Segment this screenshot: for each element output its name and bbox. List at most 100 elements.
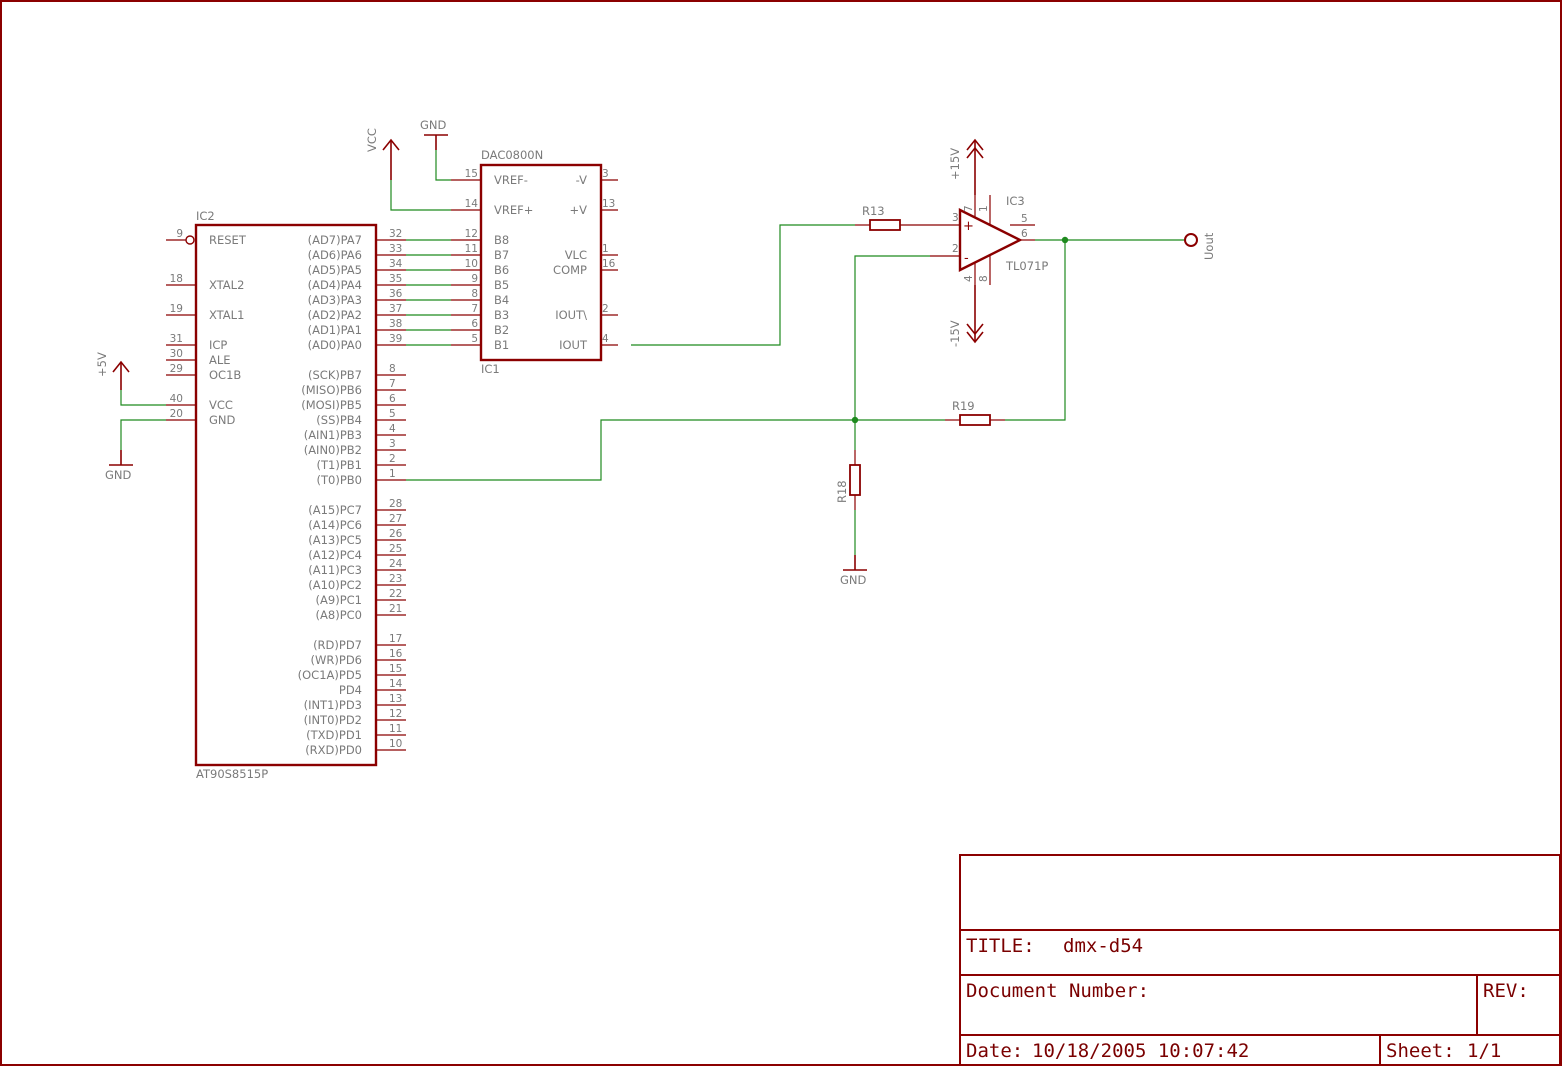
ic2-pin-label-int1-pd3: (INT1)PD3 [304, 698, 362, 712]
ic2-pin-36-number: 36 [389, 288, 403, 300]
r18-body [849, 464, 861, 496]
uout-terminal[interactable]: Uout [1184, 232, 1216, 260]
gnd-top-symbol[interactable]: GND [420, 118, 448, 150]
ic2-pin-label-a13-pc5: (A13)PC5 [308, 533, 362, 547]
ic2-pin-16-number: 16 [389, 648, 403, 660]
ic2-pin-label-oc1a-pd5: (OC1A)PD5 [298, 668, 362, 682]
ic1-pin-13-number: 13 [602, 198, 615, 210]
ic2-pin-label-a11-pc3: (A11)PC3 [308, 563, 362, 577]
ic1-pin-label-b2: B2 [494, 323, 509, 337]
ic2-pin-8-number: 8 [389, 363, 396, 375]
minus15v-supply[interactable]: -15V [948, 285, 984, 347]
ic2-pin-label-ad6-pa6: (AD6)PA6 [308, 248, 362, 262]
ic2-pin-label-ad2-pa2: (AD2)PA2 [308, 308, 362, 322]
wire-gnd-mcu[interactable] [120, 419, 166, 450]
resistor-r13[interactable]: R13 [855, 204, 930, 231]
ic2-pin-label-ad4-pa4: (AD4)PA4 [308, 278, 362, 292]
date-label: Date: [966, 1040, 1023, 1062]
title-value: dmx-d54 [1063, 935, 1143, 957]
ic1-value: DAC0800N [481, 148, 543, 162]
opamp-pin4-num: 4 [963, 275, 975, 282]
ic1-pin-16-number: 16 [602, 258, 616, 270]
ic1-pin-label-v: +V [569, 203, 587, 217]
ic2-pin-33-number: 33 [389, 243, 402, 255]
ic2-pin-label-oc1b: OC1B [209, 368, 241, 382]
ic2-pin-9-number: 9 [176, 228, 183, 240]
ic2-pin-label-ad1-pa1: (AD1)PA1 [308, 323, 362, 337]
junction-inverting [851, 416, 859, 424]
ic1-pin-label-vlc: VLC [565, 248, 587, 262]
ic2-pin-29-number: 29 [170, 363, 183, 375]
opamp-pin3-num: 3 [952, 212, 959, 224]
ic1-pin-label-v: -V [576, 173, 587, 187]
ic2-pin-label-int0-pd2: (INT0)PD2 [304, 713, 362, 727]
wire-vref-minus-gnd[interactable] [435, 150, 451, 181]
opamp-pin7-num: 7 [963, 205, 975, 212]
ic1-pin-label-b6: B6 [494, 263, 509, 277]
ic2-pin-label-a8-pc0: (A8)PC0 [316, 608, 362, 622]
wire-output-feedback[interactable] [1005, 239, 1066, 421]
ic2-pin-label-ss-pb4: (SS)PB4 [316, 413, 362, 427]
ic1-pin-6-number: 6 [471, 318, 478, 330]
ic2-pin-27-number: 27 [389, 513, 402, 525]
ic2-pin-label-wr-pd6: (WR)PD6 [311, 653, 362, 667]
ic2-pin-10-number: 10 [389, 738, 402, 750]
ic2-name: IC2 [196, 209, 215, 223]
ic2-pin-28-number: 28 [389, 498, 402, 510]
ic3-name: IC3 [1006, 194, 1025, 208]
opamp-plus-sign: + [963, 219, 974, 234]
ic2-pin-17-number: 17 [389, 633, 402, 645]
rev-label: REV: [1483, 980, 1529, 1002]
ic2-pin-label-gnd: GND [209, 413, 236, 427]
plus15v-supply[interactable]: +15V [948, 138, 984, 195]
title-block-frame [959, 854, 1561, 1066]
ic2-pin-25-number: 25 [389, 543, 402, 555]
ic2-pin-20-number: 20 [170, 408, 183, 420]
ic1-pin-label-b5: B5 [494, 278, 509, 292]
ic2-pin-label-ad5-pa5: (AD5)PA5 [308, 263, 362, 277]
title-block: TITLE: dmx-d54 Document Number: REV: Dat… [959, 854, 1561, 1066]
plus5v-arrow [112, 360, 130, 373]
ic2-pin-30-number: 30 [170, 348, 183, 360]
ic2-pin-label-a15-pc7: (A15)PC7 [308, 503, 362, 517]
ic2-pin-label-pd4: PD4 [339, 683, 362, 697]
ic2-pin-label-ad7-pa7: (AD7)PA7 [308, 233, 362, 247]
sheet-value: 1/1 [1467, 1040, 1501, 1062]
ic2-pin-label-miso-pb6: (MISO)PB6 [301, 383, 362, 397]
wire-vcc-5v[interactable] [120, 390, 166, 406]
ic2-pin-label-ad3-pa3: (AD3)PA3 [308, 293, 362, 307]
date-value: 10/18/2005 10:07:42 [1032, 1040, 1249, 1062]
ic2-pin-24-number: 24 [389, 558, 403, 570]
ic1-name: IC1 [481, 362, 500, 376]
resistor-r18[interactable]: R18 [835, 450, 861, 510]
ic2-pin-label-sck-pb7: (SCK)PB7 [308, 368, 362, 382]
plus5v-supply[interactable]: +5V [95, 352, 130, 390]
ic1-body [479, 163, 603, 362]
opamp-pin6-num: 6 [1021, 228, 1028, 240]
gnd-r18-symbol[interactable]: GND [840, 555, 867, 587]
resistor-r19[interactable]: R19 [945, 399, 1005, 426]
ic2-pin-14-number: 14 [389, 678, 403, 690]
ic2-pin-32-number: 32 [389, 228, 402, 240]
ic2-pin-2-number: 2 [389, 453, 396, 465]
vcc-label: VCC [365, 128, 379, 152]
ic3-opamp[interactable]: + - 3 2 6 5 7 1 4 8 IC3 TL071P [930, 194, 1048, 285]
ic2-pin-12-number: 12 [389, 708, 402, 720]
ic2-pin-label-vcc: VCC [209, 398, 233, 412]
wire-pb0-inverting[interactable] [406, 419, 945, 481]
wire-inverting-input[interactable] [854, 255, 930, 450]
ic1-pin-1-number: 1 [602, 243, 609, 255]
ic1-pin-7-number: 7 [471, 303, 478, 315]
ic2-pin-label-icp: ICP [209, 338, 227, 352]
vcc-supply[interactable]: VCC [365, 128, 400, 180]
wire-iout-r13[interactable] [631, 224, 855, 346]
r19-body [959, 414, 991, 426]
gnd-left-symbol[interactable]: GND [105, 450, 133, 482]
ic1-pin-label-iout: IOUT [559, 338, 588, 352]
ic2-pin-13-number: 13 [389, 693, 402, 705]
ic2-value: AT90S8515P [196, 767, 268, 781]
wire-vref-plus-vcc[interactable] [390, 180, 451, 211]
